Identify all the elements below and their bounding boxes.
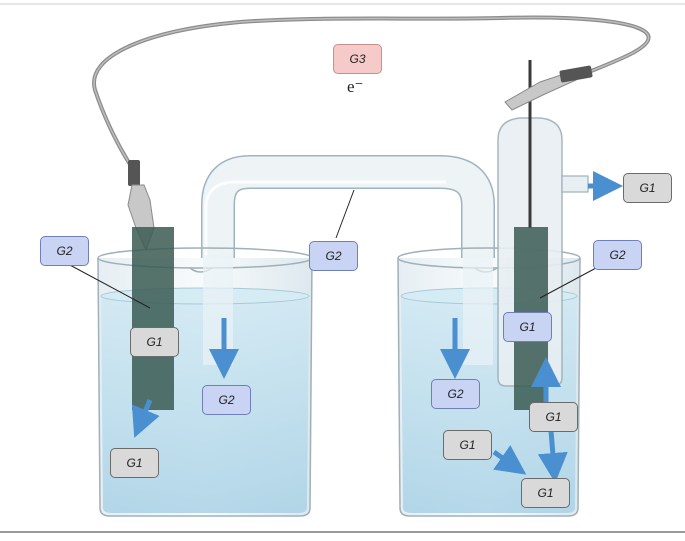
label-g1-right-mid: G1: [529, 402, 578, 432]
leader-g2-right: [539, 267, 597, 299]
label-g1-side-tube: G1: [623, 173, 672, 203]
leader-g2-left: [67, 263, 151, 309]
label-g1-left-bottom: G1: [110, 448, 159, 478]
external-wire: [92, 15, 651, 174]
side-outlet-tube: [561, 175, 589, 193]
right-wire-sleeve: [559, 65, 593, 83]
diagonal-arrow: [492, 445, 527, 475]
label-g1-right-bottom: G1: [521, 478, 570, 508]
salt-bridge: [202, 156, 494, 355]
label-g2-salt-bridge: G2: [309, 241, 358, 271]
label-g1-left-electrode: G1: [130, 327, 179, 357]
external-wire-highlight: [93, 16, 650, 173]
left-bridge-leg: [203, 255, 233, 365]
label-g3: G3: [333, 44, 382, 74]
label-g2-right-electrode: G2: [593, 240, 642, 270]
label-g1-right-lower: G1: [443, 430, 492, 460]
left-electrode: [132, 227, 174, 410]
leader-g2-bridge: [335, 189, 355, 239]
electron-symbol: e⁻: [347, 77, 364, 96]
salt-bridge-shine: [204, 180, 446, 355]
left-electrode-arrow: [131, 399, 160, 438]
left-wire-sleeve: [128, 160, 140, 186]
label-g2-right-arrow: G2: [431, 379, 480, 409]
label-g2-left-arrow: G2: [202, 385, 251, 415]
label-g1-right-electrode: G1: [503, 312, 552, 342]
label-g2-left-electrode: G2: [40, 236, 89, 266]
right-bridge-leg: [463, 255, 493, 365]
